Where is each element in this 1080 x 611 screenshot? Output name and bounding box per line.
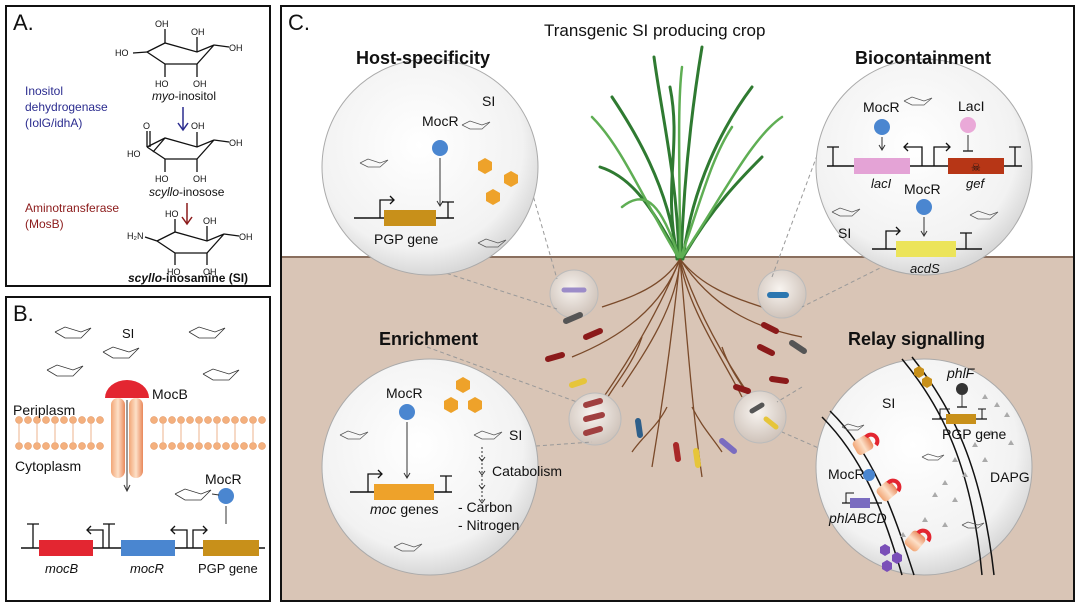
myo-inositol-label: myo-inositol	[152, 89, 217, 103]
enrich-nitrogen-label: - Nitrogen	[458, 517, 520, 533]
gene-pgp-label: PGP gene	[198, 561, 258, 576]
panel-c-label: C.	[288, 10, 310, 35]
panel-a-label: A.	[13, 10, 34, 35]
svg-text:OH: OH	[203, 216, 217, 226]
relay-mocr-label: MocR	[828, 466, 865, 482]
crop-soil-scene: ☠	[282, 45, 1073, 600]
svg-text:OH: OH	[229, 43, 243, 53]
enrich-carbon-label: - Carbon	[458, 499, 513, 515]
scyllo-inosamine-label: scyllo-inosamine (SI)	[128, 271, 249, 285]
mocb-label: MocB	[152, 386, 188, 402]
panel-b-mocr-label: MocR	[205, 471, 242, 487]
scyllo-inosose-label: scyllo-inosose	[149, 185, 225, 199]
svg-text:OH: OH	[239, 232, 253, 242]
panel-c-title: Transgenic SI producing crop	[544, 21, 766, 40]
myo-inositol-structure: OH OH OH HO OH HO O OH OH HO OH HO	[115, 19, 253, 277]
svg-text:OH: OH	[193, 174, 207, 184]
svg-text:OH: OH	[229, 138, 243, 148]
svg-text:H₂N: H₂N	[127, 231, 144, 241]
relay-si-label: SI	[882, 395, 896, 411]
enrich-gene-label: moc genes	[370, 501, 439, 517]
enrich-mocr-label: MocR	[386, 385, 423, 401]
svg-text:OH: OH	[191, 121, 205, 131]
panel-a: A. OH OH OH HO OH HO O OH OH HO OH HO	[5, 5, 271, 287]
bio-laci-protein-label: LacI	[958, 98, 985, 114]
panel-b-label: B.	[13, 301, 34, 326]
bio-mocr-top-label: MocR	[863, 99, 900, 115]
panel-b-si-label: SI	[122, 326, 135, 341]
svg-text:☠: ☠	[971, 162, 981, 174]
svg-text:OH: OH	[203, 267, 217, 277]
host-si-label: SI	[482, 93, 496, 109]
enrich-si-label: SI	[509, 427, 523, 443]
enzyme2-label: Aminotransferase(MosB)	[25, 201, 120, 231]
gene-mocb-label: mocB	[45, 561, 79, 576]
svg-text:HO: HO	[115, 48, 129, 58]
enrich-catabolism-label: Catabolism	[492, 463, 563, 479]
enrichment-title: Enrichment	[379, 329, 479, 349]
relay-pgp-label: PGP gene	[942, 426, 1007, 442]
panel-b: B.	[5, 296, 271, 602]
host-gene-label: PGP gene	[374, 231, 439, 247]
bio-mocr-mid-label: MocR	[904, 181, 941, 197]
relay-phlabcd-label: phlABCD	[829, 510, 887, 526]
bio-laci-gene-label: lacI	[871, 176, 892, 191]
bio-acds-gene-label: acdS	[910, 261, 940, 276]
svg-text:HO: HO	[127, 149, 141, 159]
svg-text:HO: HO	[167, 267, 181, 277]
svg-text:OH: OH	[193, 79, 207, 89]
bio-si-label: SI	[838, 225, 852, 241]
biocontainment-title: Biocontainment	[855, 48, 992, 68]
host-mocr-label: MocR	[422, 113, 459, 129]
relay-signalling-title: Relay signalling	[848, 329, 986, 349]
svg-text:OH: OH	[191, 27, 205, 37]
svg-text:OH: OH	[155, 19, 169, 29]
gene-mocr-label: mocR	[130, 561, 164, 576]
svg-text:HO: HO	[155, 79, 169, 89]
host-specificity-title: Host-specificity	[356, 48, 491, 68]
membrane-transport-diagram	[15, 326, 266, 556]
panel-c: ☠	[280, 5, 1075, 602]
cytoplasm-label: Cytoplasm	[15, 458, 82, 474]
svg-text:HO: HO	[155, 174, 169, 184]
periplasm-label: Periplasm	[13, 402, 76, 418]
svg-text:HO: HO	[165, 209, 179, 219]
relay-dapg-label: DAPG	[990, 469, 1030, 485]
relay-phlf-label: phlF	[947, 365, 975, 381]
bio-gef-gene-label: gef	[966, 176, 985, 191]
svg-text:O: O	[143, 121, 150, 131]
